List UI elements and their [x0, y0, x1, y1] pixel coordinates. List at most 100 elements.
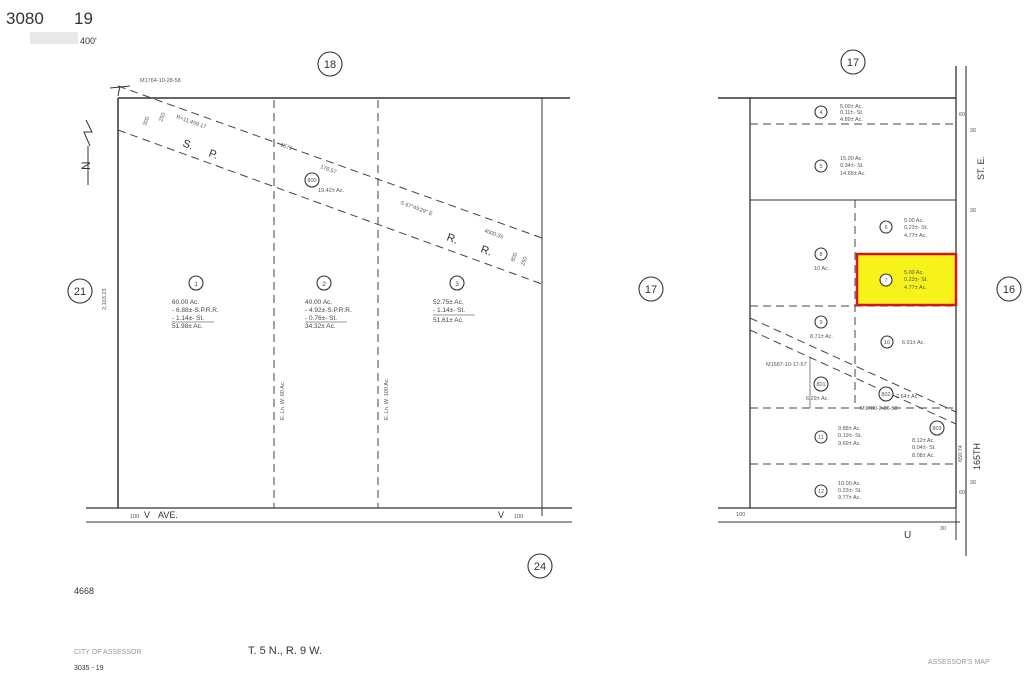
- parcel-3-area: 52.75± Ac.: [433, 299, 464, 306]
- sheet-ref-24[interactable]: [527, 553, 553, 579]
- parcel-5-marker[interactable]: [814, 159, 828, 173]
- parcel-10-number: 10: [884, 340, 890, 346]
- parcel-8-area: 10 Ac.: [814, 266, 830, 272]
- parcel-7-st: 0.23±- St.: [904, 277, 928, 283]
- ref-survey-east-1: M1687-10-17-57: [766, 362, 807, 368]
- sheet-ref-18[interactable]: [317, 51, 343, 77]
- parcel-8-marker[interactable]: [814, 247, 828, 261]
- parcel-12-st: 0.23±- St.: [838, 488, 862, 494]
- parcel-7-net: 4.77± Ac.: [904, 285, 927, 291]
- stamp-right: ASSESSOR'S MAP: [928, 659, 990, 666]
- parcel-9-area: 8.71± Ac.: [810, 334, 833, 340]
- parcel-6-net: 4.77± Ac.: [904, 233, 927, 239]
- parcel-803-number: 803: [932, 426, 941, 432]
- bearing-1: S 67°45'29" E: [399, 200, 433, 217]
- dim-800: 800: [510, 252, 519, 263]
- parcel-12-net: 9.77± Ac.: [838, 495, 861, 501]
- curve-radius: R=11,459.17: [175, 114, 206, 130]
- sheet-ref-24-label: 24: [534, 561, 546, 573]
- parcel-803-marker[interactable]: [929, 420, 945, 436]
- parcel-6-number: 6: [884, 225, 887, 231]
- township-range-label: T. 5 N., R. 9 W.: [248, 645, 322, 657]
- east-section: 4 5.00± Ac. 0.11±- St. 4.89± Ac. 5 15.00…: [718, 66, 986, 556]
- dim-west-side: 2,103.23: [102, 289, 108, 310]
- parcel-1-net-area: 51.98± Ac.: [172, 323, 203, 330]
- parcel-1-number: 1: [194, 281, 198, 288]
- ref-number-4668: 4668: [74, 586, 94, 596]
- parcel-800-area: 19.42± Ac.: [318, 188, 344, 194]
- dim-250a: 250: [158, 112, 167, 123]
- parcel-1-marker[interactable]: [188, 275, 204, 291]
- dim-176: 176.57: [319, 164, 337, 175]
- parcel-11-marker[interactable]: [814, 430, 828, 444]
- parcel-3-net-area: 51.61± Ac.: [433, 317, 464, 324]
- parcel-11b-area: 8.12± Ac.: [912, 438, 935, 444]
- parcel-1-rr-deduction: - 6.88±-S.P.R.R.: [172, 307, 219, 314]
- sheet-ref-21-label: 21: [74, 286, 86, 298]
- parcel-2-area: 40.00 Ac.: [305, 299, 332, 306]
- rr-letter-r1: R.: [445, 232, 459, 247]
- parcel-802-marker[interactable]: [878, 386, 894, 402]
- sheet-ref-16-label: 16: [1003, 284, 1015, 296]
- parcel-2-number: 2: [322, 281, 326, 288]
- parcel-802-area: 2.64± Ac.: [896, 394, 919, 400]
- sheet-ref-21[interactable]: [67, 278, 93, 304]
- ref-survey-east-2: M1780-2-26-58: [860, 406, 898, 412]
- street-165th-label: 165TH: [972, 443, 982, 470]
- street-st-e-label: ST. E.: [976, 156, 986, 180]
- parcel-11-number: 11: [818, 435, 824, 441]
- parcel-3-number: 3: [455, 281, 459, 288]
- street-ave-label: AVE.: [158, 510, 178, 520]
- parcel-9-marker[interactable]: [814, 315, 828, 329]
- sheet-ref-17-top[interactable]: [840, 49, 866, 75]
- parcel-801-number: 801: [816, 382, 825, 388]
- dim-1571: 1571: [279, 142, 293, 152]
- parcel-801-marker[interactable]: [813, 376, 829, 392]
- parcel-3-marker[interactable]: [449, 275, 465, 291]
- row-label-100: E. Ln. W. 100 Ac.: [384, 377, 390, 420]
- parcel-5-st: 0.34±- St.: [840, 163, 864, 169]
- parcel-2-marker[interactable]: [316, 275, 332, 291]
- dim-east-30a: 30: [970, 128, 976, 134]
- parcel-11-st: 0.19±- St.: [838, 433, 862, 439]
- sheet-refs: 18 17 21 17 16 24: [67, 49, 1022, 579]
- parcel-4-number: 4: [819, 110, 822, 116]
- parcel-6-area: 5.00 Ac.: [904, 218, 924, 224]
- dim-east-100: 100: [736, 512, 745, 518]
- parcel-12-marker[interactable]: [814, 484, 828, 498]
- parcel-801-area: 6.29± Ac.: [806, 396, 829, 402]
- dim-east-30b: 30: [970, 208, 976, 214]
- rr-letter-p: P.: [207, 148, 220, 162]
- west-section: 1 60.00 Ac. - 6.88±-S.P.R.R. - 1.14±- St…: [86, 78, 572, 523]
- sheet-ref-17-center-label: 17: [645, 284, 657, 296]
- parcel-3-st-deduction: - 1.14±- St.: [433, 307, 465, 314]
- sheet-ref-17-top-label: 17: [847, 57, 859, 69]
- parcel-4-net: 4.89± Ac.: [840, 117, 863, 123]
- parcel-4-marker[interactable]: [814, 105, 828, 119]
- parcel-1-area: 60.00 Ac.: [172, 299, 199, 306]
- dim-east-650: 650.74: [958, 445, 964, 462]
- sheet-ref-17-center[interactable]: [638, 276, 664, 302]
- parcel-7-marker[interactable]: [879, 273, 893, 287]
- parcel-5-area: 15.00 Ac.: [840, 156, 863, 162]
- parcel-7-highlight[interactable]: [855, 252, 958, 307]
- sheet-ref-16[interactable]: [996, 276, 1022, 302]
- street-dim-right: 100: [514, 514, 523, 520]
- parcel-12-number: 12: [818, 489, 824, 495]
- book-page-number: 3080: [6, 9, 44, 28]
- book-page-suffix: 19: [74, 9, 93, 28]
- stamp-left: CITY OF ASSESSOR: [74, 649, 142, 656]
- parcel-8-number: 8: [819, 252, 822, 258]
- parcel-800-marker[interactable]: [304, 172, 320, 188]
- street-letter-v-right: V: [498, 510, 504, 520]
- parcel-6-st: 0.23±- St.: [904, 225, 928, 231]
- sheet-ref-18-label: 18: [324, 59, 336, 71]
- north-arrow-icon: N: [79, 119, 93, 185]
- parcel-11-net: 9.69± Ac.: [838, 441, 861, 447]
- parcel-2-net-area: 34.32± Ac.: [305, 323, 336, 330]
- parcel-6-marker[interactable]: [879, 220, 893, 234]
- parcel-10-marker[interactable]: [880, 335, 894, 349]
- parcel-11b-net: 8.08± Ac.: [912, 453, 935, 459]
- parcel-2-rr-deduction: - 4.92±-S.P.R.R.: [305, 307, 352, 314]
- scale-bar: [30, 32, 78, 44]
